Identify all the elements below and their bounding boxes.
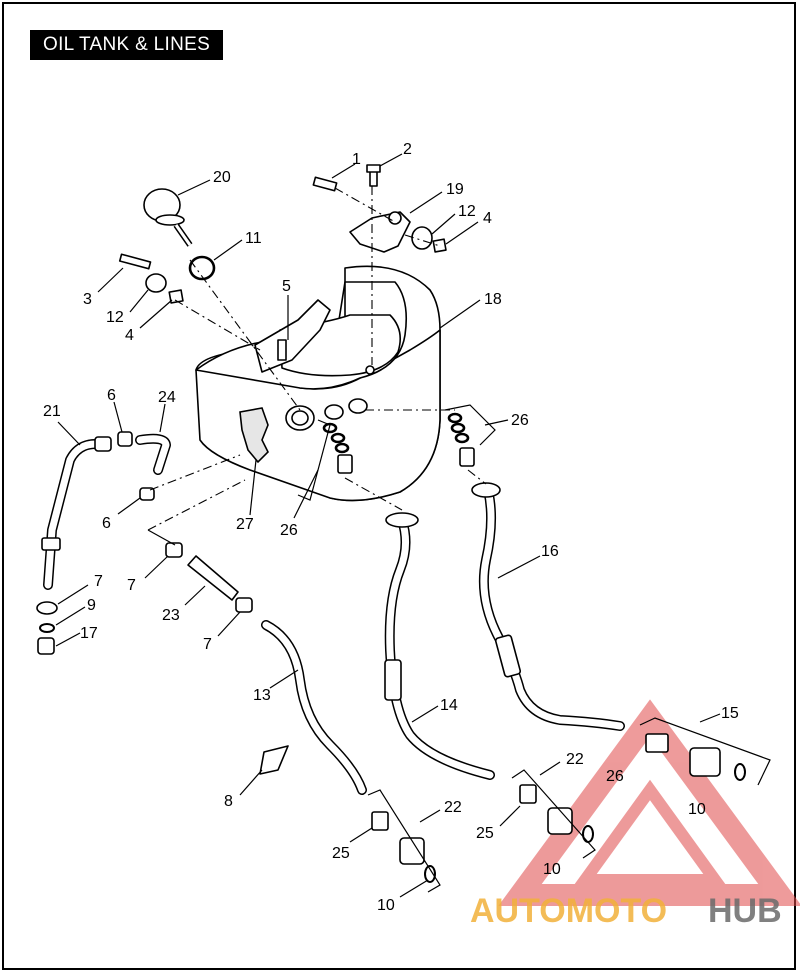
callout-21: 21: [43, 403, 61, 420]
callout-22-low: 22: [444, 799, 462, 816]
callout-6: 6: [107, 387, 116, 404]
side-bolt-set: [118, 253, 184, 304]
callout-6-lower: 6: [102, 515, 111, 532]
callout-4: 4: [483, 210, 492, 227]
callout-5: 5: [282, 278, 291, 295]
callout-20: 20: [213, 169, 231, 186]
callout-25-low: 25: [332, 845, 350, 862]
callout-19: 19: [446, 181, 464, 198]
watermark-part2: HUB: [708, 892, 782, 930]
callout-16: 16: [541, 543, 559, 560]
callout-9: 9: [87, 597, 96, 614]
callout-11: 11: [245, 230, 262, 247]
callout-10-mid: 10: [543, 861, 561, 878]
fitting-set-right: [645, 733, 746, 781]
callout-26: 26: [511, 412, 529, 429]
callout-7: 7: [94, 573, 103, 590]
callout-18: 18: [484, 291, 502, 308]
callout-2: 2: [403, 141, 412, 158]
drain-plug-set: [36, 601, 58, 655]
fitting-set-left: [371, 811, 436, 883]
callout-1: 1: [352, 151, 361, 168]
callout-25: 25: [476, 825, 494, 842]
callout-12-left: 12: [106, 309, 124, 326]
vent-hose: [41, 431, 171, 590]
callout-14: 14: [440, 697, 458, 714]
callout-10-low: 10: [377, 897, 395, 914]
callout-26-left: 26: [280, 522, 298, 539]
callout-4-left: 4: [125, 327, 134, 344]
return-line: [384, 512, 495, 780]
callout-13: 13: [253, 687, 271, 704]
oil-tank-body: [195, 265, 441, 502]
callout-24: 24: [158, 389, 176, 406]
callout-23: 23: [162, 607, 180, 624]
callout-26-right: 26: [606, 768, 624, 785]
tank-fittings: [322, 412, 475, 474]
callout-17: 17: [80, 625, 98, 642]
callout-3: 3: [83, 291, 92, 308]
watermark-part1: AUTOMOTO: [470, 892, 667, 930]
dipstick: [143, 188, 216, 281]
callout-15: 15: [721, 705, 739, 722]
drain-hose: [165, 542, 253, 613]
callout-7-mid: 7: [127, 577, 136, 594]
assembly-guides: [147, 186, 771, 893]
drain-line: [259, 620, 367, 795]
mount-bracket: [312, 164, 447, 253]
feed-line: [471, 482, 625, 731]
callout-12: 12: [458, 203, 476, 220]
watermark-text: AUTOMOTO HUB: [470, 892, 782, 930]
callout-27: 27: [236, 516, 254, 533]
callout-labels: 1 2 19 12 4 20 11 3 12 4 5 18 21 6 24 26…: [43, 141, 739, 914]
callout-10-right: 10: [688, 801, 706, 818]
callout-7-low: 7: [203, 636, 212, 653]
watermark-logo: [498, 699, 800, 906]
callout-8: 8: [224, 793, 233, 810]
callout-22: 22: [566, 751, 584, 768]
leader-lines: [55, 153, 721, 898]
page-title: OIL TANK & LINES: [30, 30, 224, 60]
